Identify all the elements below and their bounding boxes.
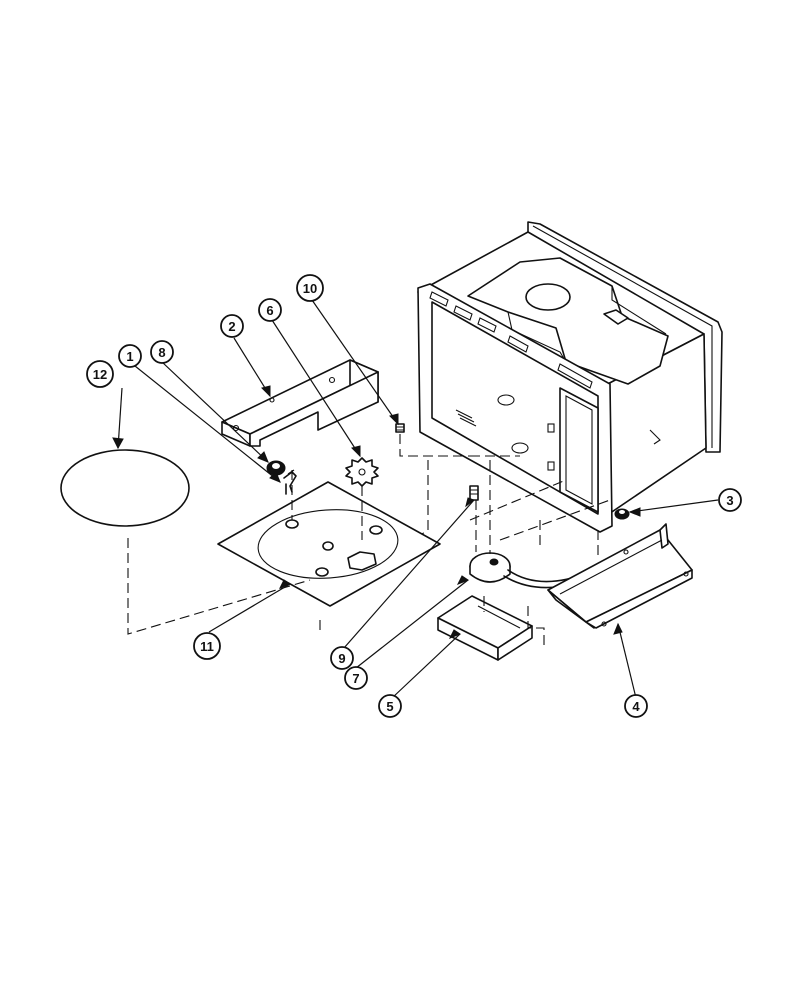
callout-6: 6 [258, 298, 282, 322]
callout-2: 2 [220, 314, 244, 338]
part-6-coupler [345, 457, 379, 487]
callout-leaders [117, 299, 719, 699]
callout-12: 12 [86, 360, 114, 388]
svg-text:4: 4 [632, 699, 640, 714]
part-5-cover [437, 595, 533, 661]
svg-text:2: 2 [228, 319, 235, 334]
callout-9: 9 [330, 646, 354, 670]
part-1-clip [283, 469, 297, 495]
part-9-screw [469, 485, 479, 501]
part-3-nut [614, 508, 630, 520]
callout-1: 1 [118, 344, 142, 368]
svg-text:9: 9 [338, 651, 345, 666]
svg-text:11: 11 [200, 639, 214, 654]
oven-cavity [417, 221, 723, 533]
leader-arrowheads [112, 385, 641, 639]
assembly-lines [127, 434, 611, 650]
svg-text:10: 10 [303, 281, 317, 296]
callout-4: 4 [624, 694, 648, 718]
part-8-roller [266, 460, 286, 476]
svg-text:8: 8 [158, 345, 165, 360]
callout-11: 11 [193, 632, 221, 660]
svg-text:1: 1 [126, 349, 133, 364]
part-12-glass-tray [60, 449, 190, 527]
part-2-bracket [221, 359, 379, 447]
svg-text:3: 3 [726, 493, 733, 508]
callout-8: 8 [150, 340, 174, 364]
part-4-bracket [547, 523, 693, 629]
svg-text:5: 5 [386, 699, 393, 714]
svg-text:6: 6 [266, 303, 273, 318]
svg-text:7: 7 [352, 671, 359, 686]
part-11-base-plate [217, 481, 441, 607]
svg-text:12: 12 [93, 367, 107, 382]
callout-7: 7 [344, 666, 368, 690]
callout-3: 3 [718, 488, 742, 512]
part-10-screw [395, 423, 405, 433]
callout-5: 5 [378, 694, 402, 718]
callout-10: 10 [296, 274, 324, 302]
